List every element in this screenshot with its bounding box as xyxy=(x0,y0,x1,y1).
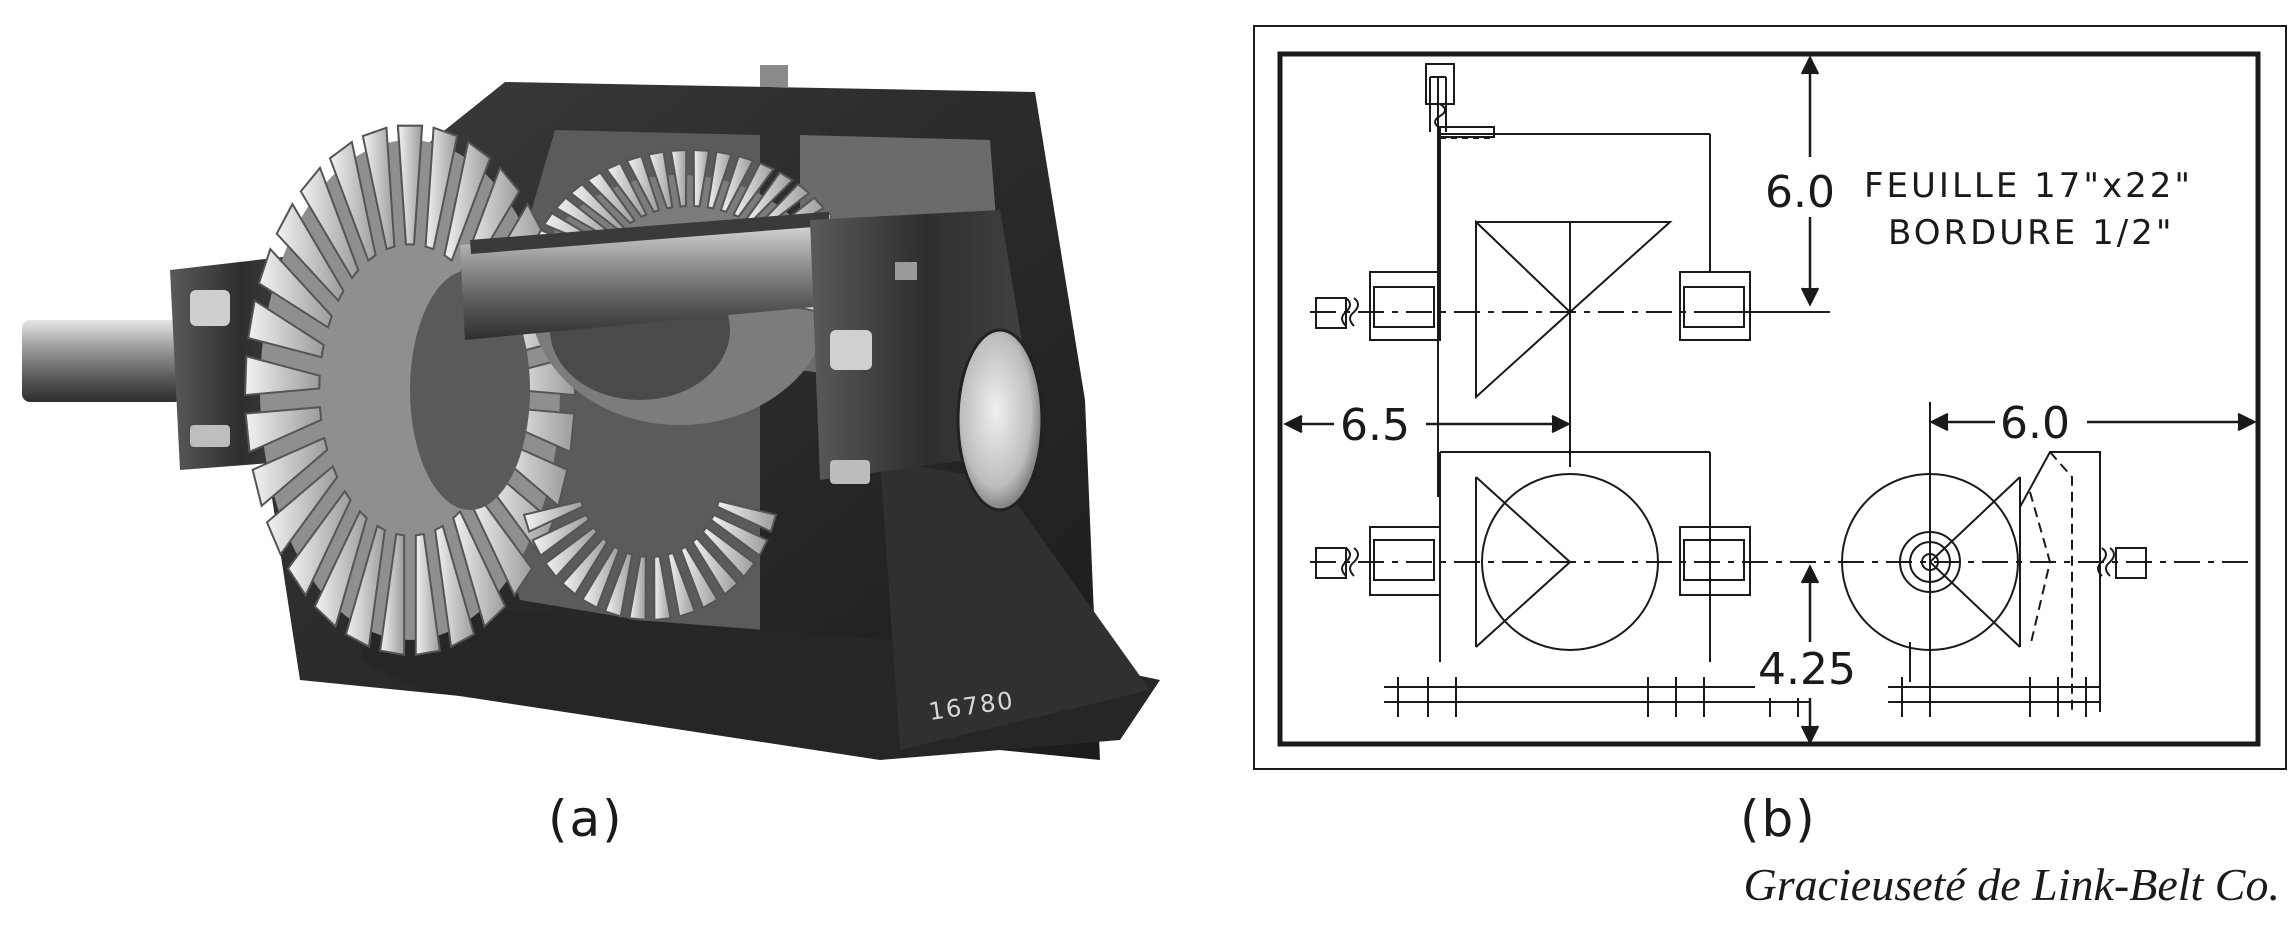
gear-tooth xyxy=(715,499,778,533)
sheet-inner-border xyxy=(1277,51,2261,747)
gear-tooth xyxy=(424,126,459,251)
gear-tooth xyxy=(666,551,697,618)
dimension-left-horizontal: 6.5 xyxy=(1340,400,1410,451)
gear-tooth xyxy=(669,148,688,208)
gear-tooth xyxy=(414,532,441,657)
dimension-top-vertical: 6.0 xyxy=(1765,167,1835,218)
gear-tooth xyxy=(691,536,740,596)
gear-tooth xyxy=(328,140,377,263)
gear-tooth xyxy=(544,526,599,579)
gear-tooth xyxy=(653,555,672,622)
gear-tooth xyxy=(247,298,325,359)
panel-a-label: (a) xyxy=(548,790,624,848)
gear-tooth xyxy=(531,513,591,558)
gear-tooth xyxy=(265,464,339,557)
side-view xyxy=(1841,402,2147,717)
gear-tooth xyxy=(581,545,621,610)
top-view xyxy=(1310,63,1830,497)
gear-tooth xyxy=(719,154,755,213)
gear-tooth xyxy=(522,499,585,533)
gear-tooth xyxy=(647,150,674,210)
right-bearing-top-bolt xyxy=(895,262,917,280)
lower-gear-teeth xyxy=(522,499,778,622)
gear-tooth xyxy=(709,513,769,558)
panel-a-gearbox-illustration: 16780 xyxy=(22,65,1160,760)
sheet-outer-border xyxy=(1253,25,2287,770)
gear-tooth xyxy=(244,406,323,454)
shaft-keyway xyxy=(469,211,830,254)
gear-tooth xyxy=(379,532,406,657)
gear-tooth xyxy=(243,355,321,397)
dimension-right-horizontal: 6.0 xyxy=(2000,398,2070,449)
housing-foot-right xyxy=(880,460,1150,750)
front-view xyxy=(1310,451,2255,717)
gear-tooth xyxy=(257,247,333,329)
gear-tooth xyxy=(344,524,386,649)
panel-b-label: (b) xyxy=(1740,790,1817,848)
gear-tooth xyxy=(679,545,719,610)
sheet-note-line1: FEUILLE 17"x22" xyxy=(1864,166,2193,206)
gear-tooth xyxy=(361,126,396,251)
gear-tooth xyxy=(396,124,424,246)
gear-tooth xyxy=(313,509,368,629)
gear-tooth xyxy=(560,536,609,596)
photo-credit: Gracieuseté de Link-Belt Co. xyxy=(1743,859,2280,910)
gear-tooth xyxy=(434,524,476,649)
gear-tooth xyxy=(732,161,776,219)
gear-tooth xyxy=(628,555,647,622)
gear-tooth xyxy=(706,150,733,210)
gear-tooth xyxy=(603,551,634,618)
left-bearing-bolt-top xyxy=(190,290,230,326)
panel-b-layout-drawing: 6.0 FEUILLE 17"x22" BORDURE 1/2" 6.5 6.0… xyxy=(1253,25,2287,770)
sheet-note-line2: BORDURE 1/2" xyxy=(1888,213,2174,253)
gear-tooth xyxy=(275,202,345,303)
gear-tooth xyxy=(569,182,626,233)
input-shaft xyxy=(22,320,182,402)
top-bolt xyxy=(760,65,788,87)
left-bearing-bolt-bottom xyxy=(190,425,230,447)
gear-tooth xyxy=(443,140,492,263)
gear-tooth xyxy=(251,436,329,508)
right-bearing-bolt-bottom xyxy=(830,460,870,484)
gear-tooth xyxy=(625,154,661,213)
gear-tooth xyxy=(604,161,648,219)
gear-tooth xyxy=(692,148,711,208)
gear-tooth xyxy=(701,526,756,579)
gear-tooth xyxy=(452,509,507,629)
right-bearing-bolt-top xyxy=(830,330,872,370)
gear-tooth xyxy=(586,171,637,225)
dimension-bottom-vertical: 4.25 xyxy=(1758,644,1856,695)
gear-tooth xyxy=(299,165,360,280)
gear-tooth xyxy=(286,489,352,598)
bearing-end-cap xyxy=(956,328,1044,512)
